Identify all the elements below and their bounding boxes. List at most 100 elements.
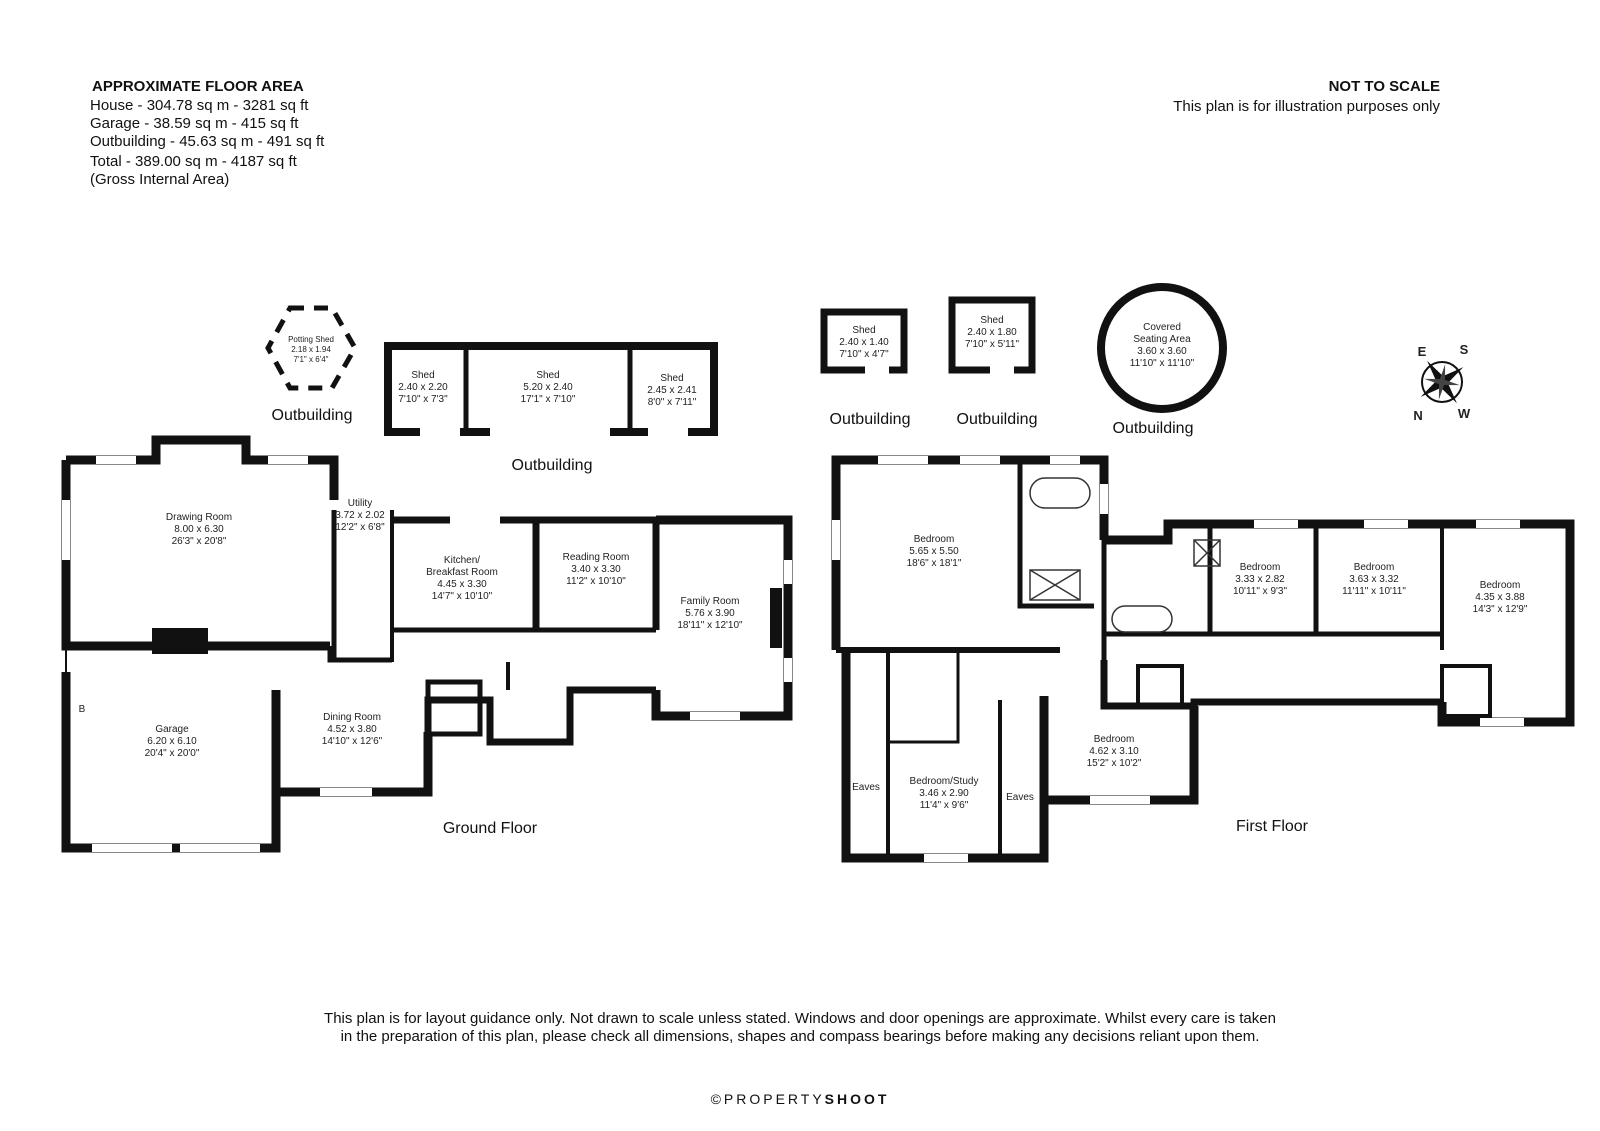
eaves-right: Eaves bbox=[1006, 792, 1034, 803]
compass-e: E bbox=[1418, 344, 1427, 359]
shed-d bbox=[820, 308, 908, 374]
shed-a-imperial: 7'10" x 7'3" bbox=[398, 394, 448, 405]
compass-w: W bbox=[1458, 406, 1471, 421]
garage-mark: B bbox=[79, 704, 86, 715]
shed-e-name: Shed bbox=[980, 315, 1003, 326]
ground-floor-label: Ground Floor bbox=[443, 820, 538, 837]
potting-shed-metric: 2.18 x 1.94 bbox=[291, 345, 331, 354]
brand-bold: SHOOT bbox=[824, 1091, 890, 1107]
bedroom-3-name: Bedroom bbox=[1354, 562, 1395, 573]
shed-d-imperial: 7'10" x 4'7" bbox=[839, 349, 889, 360]
shed-row bbox=[384, 342, 718, 436]
garage-imperial: 20'4" x 20'0" bbox=[145, 748, 200, 759]
not-to-scale-title: NOT TO SCALE bbox=[1328, 78, 1440, 95]
utility-name: Utility bbox=[348, 498, 372, 509]
shed-e-metric: 2.40 x 1.80 bbox=[967, 327, 1017, 338]
study-name: Bedroom/Study bbox=[910, 776, 979, 787]
disclaimer: This plan is for layout guidance only. N… bbox=[0, 1010, 1600, 1046]
seating-metric: 3.60 x 3.60 bbox=[1137, 346, 1187, 357]
reading-room-imperial: 11'2" x 10'10" bbox=[566, 576, 626, 587]
disclaimer-line-2: in the preparation of this plan, please … bbox=[340, 1028, 1260, 1045]
bedroom-3-imperial: 11'11" x 10'11" bbox=[1342, 586, 1406, 597]
shed-b-name: Shed bbox=[536, 370, 559, 381]
potting-shed-name: Potting Shed bbox=[288, 335, 334, 344]
shed-a-metric: 2.40 x 2.20 bbox=[398, 382, 448, 393]
bedroom-5-imperial: 15'2" x 10'2" bbox=[1087, 758, 1142, 769]
dining-room-imperial: 14'10" x 12'6" bbox=[322, 736, 383, 747]
shed-c-name: Shed bbox=[660, 373, 683, 384]
kitchen-metric: 4.45 x 3.30 bbox=[437, 579, 487, 590]
bedroom-1-name: Bedroom bbox=[914, 534, 955, 545]
ground-windows bbox=[62, 456, 792, 852]
potting-shed-imperial: 7'1" x 6'4" bbox=[294, 355, 329, 364]
bedroom-4-name: Bedroom bbox=[1480, 580, 1521, 591]
utility-imperial: 12'2" x 6'8" bbox=[335, 522, 385, 533]
study-imperial: 11'4" x 9'6" bbox=[920, 800, 969, 811]
bath-fixtures bbox=[1029, 477, 1221, 633]
compass-s: S bbox=[1460, 342, 1469, 357]
dining-room-metric: 4.52 x 3.80 bbox=[327, 724, 377, 735]
shed-e bbox=[948, 296, 1036, 374]
reading-room-name: Reading Room bbox=[563, 552, 630, 563]
seating-line-2: Seating Area bbox=[1133, 334, 1191, 345]
reading-room-metric: 3.40 x 3.30 bbox=[571, 564, 621, 575]
shed-c-imperial: 8'0" x 7'11" bbox=[648, 397, 697, 408]
kitchen-line-1: Kitchen/ bbox=[444, 555, 480, 566]
outbuilding-label-5: Outbuilding bbox=[1113, 420, 1194, 437]
garage-name: Garage bbox=[155, 724, 189, 735]
area-note: (Gross Internal Area) bbox=[90, 171, 230, 188]
brand-logo: ©PROPERTYSHOOT bbox=[0, 1091, 1600, 1107]
disclaimer-line-1: This plan is for layout guidance only. N… bbox=[324, 1010, 1276, 1027]
area-garage: Garage - 38.59 sq m - 415 sq ft bbox=[90, 115, 299, 132]
bedroom-4-imperial: 14'3" x 12'9" bbox=[1473, 604, 1528, 615]
area-outbuilding: Outbuilding - 45.63 sq m - 491 sq ft bbox=[90, 133, 325, 150]
area-total: Total - 389.00 sq m - 4187 sq ft bbox=[90, 153, 297, 170]
bedroom-2-name: Bedroom bbox=[1240, 562, 1281, 573]
kitchen-imperial: 14'7" x 10'10" bbox=[432, 591, 493, 602]
family-room-imperial: 18'11" x 12'10" bbox=[677, 620, 743, 631]
bedroom-1-metric: 5.65 x 5.50 bbox=[909, 546, 959, 557]
area-house: House - 304.78 sq m - 3281 sq ft bbox=[90, 97, 309, 114]
drawing-room-imperial: 26'3" x 20'8" bbox=[172, 536, 227, 547]
family-room-metric: 5.76 x 3.90 bbox=[685, 608, 735, 619]
bedroom-2-imperial: 10'11" x 9'3" bbox=[1233, 586, 1288, 597]
shed-e-imperial: 7'10" x 5'11" bbox=[965, 339, 1020, 350]
first-floor-windows bbox=[832, 456, 1524, 862]
brand-light: PROPERTY bbox=[723, 1091, 825, 1107]
utility-metric: 3.72 x 2.02 bbox=[335, 510, 385, 521]
dining-room-name: Dining Room bbox=[323, 712, 381, 723]
garage-metric: 6.20 x 6.10 bbox=[147, 736, 197, 747]
drawing-room-metric: 8.00 x 6.30 bbox=[174, 524, 224, 535]
shed-c-metric: 2.45 x 2.41 bbox=[647, 385, 697, 396]
drawing-room-name: Drawing Room bbox=[166, 512, 232, 523]
kitchen-line-2: Breakfast Room bbox=[426, 567, 498, 578]
seating-line-1: Covered bbox=[1143, 322, 1181, 333]
shed-d-name: Shed bbox=[852, 325, 875, 336]
potting-shed: Potting Shed 2.18 x 1.94 7'1" x 6'4" bbox=[265, 305, 358, 391]
covered-seating-area bbox=[1097, 283, 1227, 413]
family-room-name: Family Room bbox=[681, 596, 740, 607]
ground-floor-walls bbox=[61, 435, 793, 853]
shed-d-metric: 2.40 x 1.40 bbox=[839, 337, 889, 348]
compass-n: N bbox=[1413, 408, 1422, 423]
outbuilding-label-2: Outbuilding bbox=[512, 457, 593, 474]
outbuilding-label-4: Outbuilding bbox=[957, 411, 1038, 428]
shed-a-name: Shed bbox=[411, 370, 434, 381]
first-floor-label: First Floor bbox=[1236, 818, 1309, 835]
illustration-note: This plan is for illustration purposes o… bbox=[1173, 98, 1440, 115]
outbuilding-label-3: Outbuilding bbox=[830, 411, 911, 428]
outbuilding-label-1: Outbuilding bbox=[272, 407, 353, 424]
study-metric: 3.46 x 2.90 bbox=[919, 788, 969, 799]
seating-imperial: 11'10" x 11'10" bbox=[1130, 358, 1195, 369]
shed-b-metric: 5.20 x 2.40 bbox=[523, 382, 573, 393]
eaves-left: Eaves bbox=[852, 782, 880, 793]
bedroom-3-metric: 3.63 x 3.32 bbox=[1349, 574, 1399, 585]
bedroom-5-name: Bedroom bbox=[1094, 734, 1135, 745]
brand-symbol: © bbox=[710, 1091, 724, 1107]
floor-area-title: APPROXIMATE FLOOR AREA bbox=[92, 78, 304, 95]
fireplace bbox=[770, 588, 782, 648]
bedroom-1-imperial: 18'6" x 18'1" bbox=[907, 558, 962, 569]
bedroom-2-metric: 3.33 x 2.82 bbox=[1235, 574, 1285, 585]
compass-icon: E S N W bbox=[1413, 342, 1471, 423]
